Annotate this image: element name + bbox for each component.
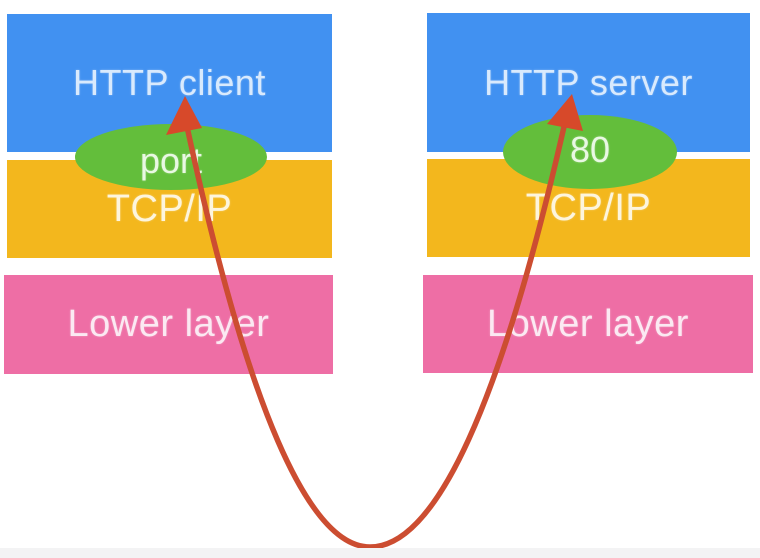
server-lower-layer-box: Lower layer bbox=[423, 275, 753, 373]
client-port-label: port bbox=[139, 140, 203, 181]
client-app-label: HTTP client bbox=[73, 62, 266, 103]
server-app-label: HTTP server bbox=[484, 61, 693, 103]
client-transport-label: TCP/IP bbox=[106, 187, 233, 230]
server-transport-label: TCP/IP bbox=[525, 186, 652, 229]
client-port-ellipse: port bbox=[75, 124, 267, 190]
client-lower-label: Lower layer bbox=[67, 303, 270, 345]
client-lower-layer-box: Lower layer bbox=[4, 275, 333, 374]
server-lower-label: Lower layer bbox=[487, 302, 689, 345]
server-port-label: 80 bbox=[569, 129, 611, 170]
server-port-ellipse: 80 bbox=[503, 115, 677, 189]
bottom-frame-strip bbox=[0, 548, 760, 558]
